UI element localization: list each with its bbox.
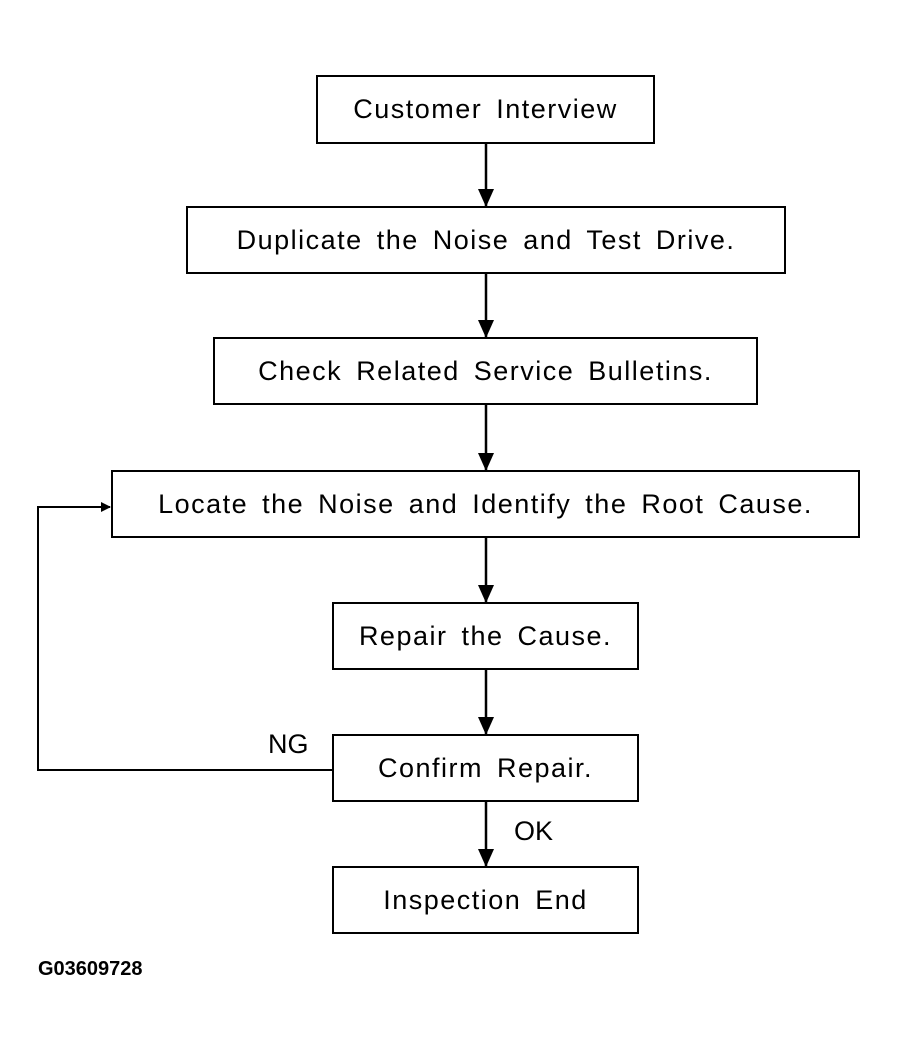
repair-cause-box: Repair the Cause. (332, 602, 639, 670)
locate-noise-box: Locate the Noise and Identify the Root C… (111, 470, 860, 538)
duplicate-noise-label: Duplicate the Noise and Test Drive. (236, 224, 736, 255)
inspection-end-label: Inspection End (383, 884, 588, 915)
confirm-repair-label: Confirm Repair. (377, 752, 594, 783)
confirm-repair-box: Confirm Repair. (332, 734, 639, 802)
check-bulletins-label: Check Related Service Bulletins. (258, 355, 713, 386)
customer-interview-box: Customer Interview (316, 75, 655, 144)
check-bulletins-box: Check Related Service Bulletins. (213, 337, 758, 405)
duplicate-noise-box: Duplicate the Noise and Test Drive. (186, 206, 786, 274)
locate-noise-label: Locate the Noise and Identify the Root C… (158, 488, 813, 519)
ok-branch-label: OK (514, 816, 554, 846)
ng-loop-line (37, 502, 333, 771)
ng-branch-label: NG (268, 729, 309, 759)
repair-cause-label: Repair the Cause. (358, 620, 613, 651)
customer-interview-label: Customer Interview (353, 94, 618, 124)
figure-id: G03609728 (38, 958, 143, 980)
inspection-end-box: Inspection End (332, 866, 639, 934)
